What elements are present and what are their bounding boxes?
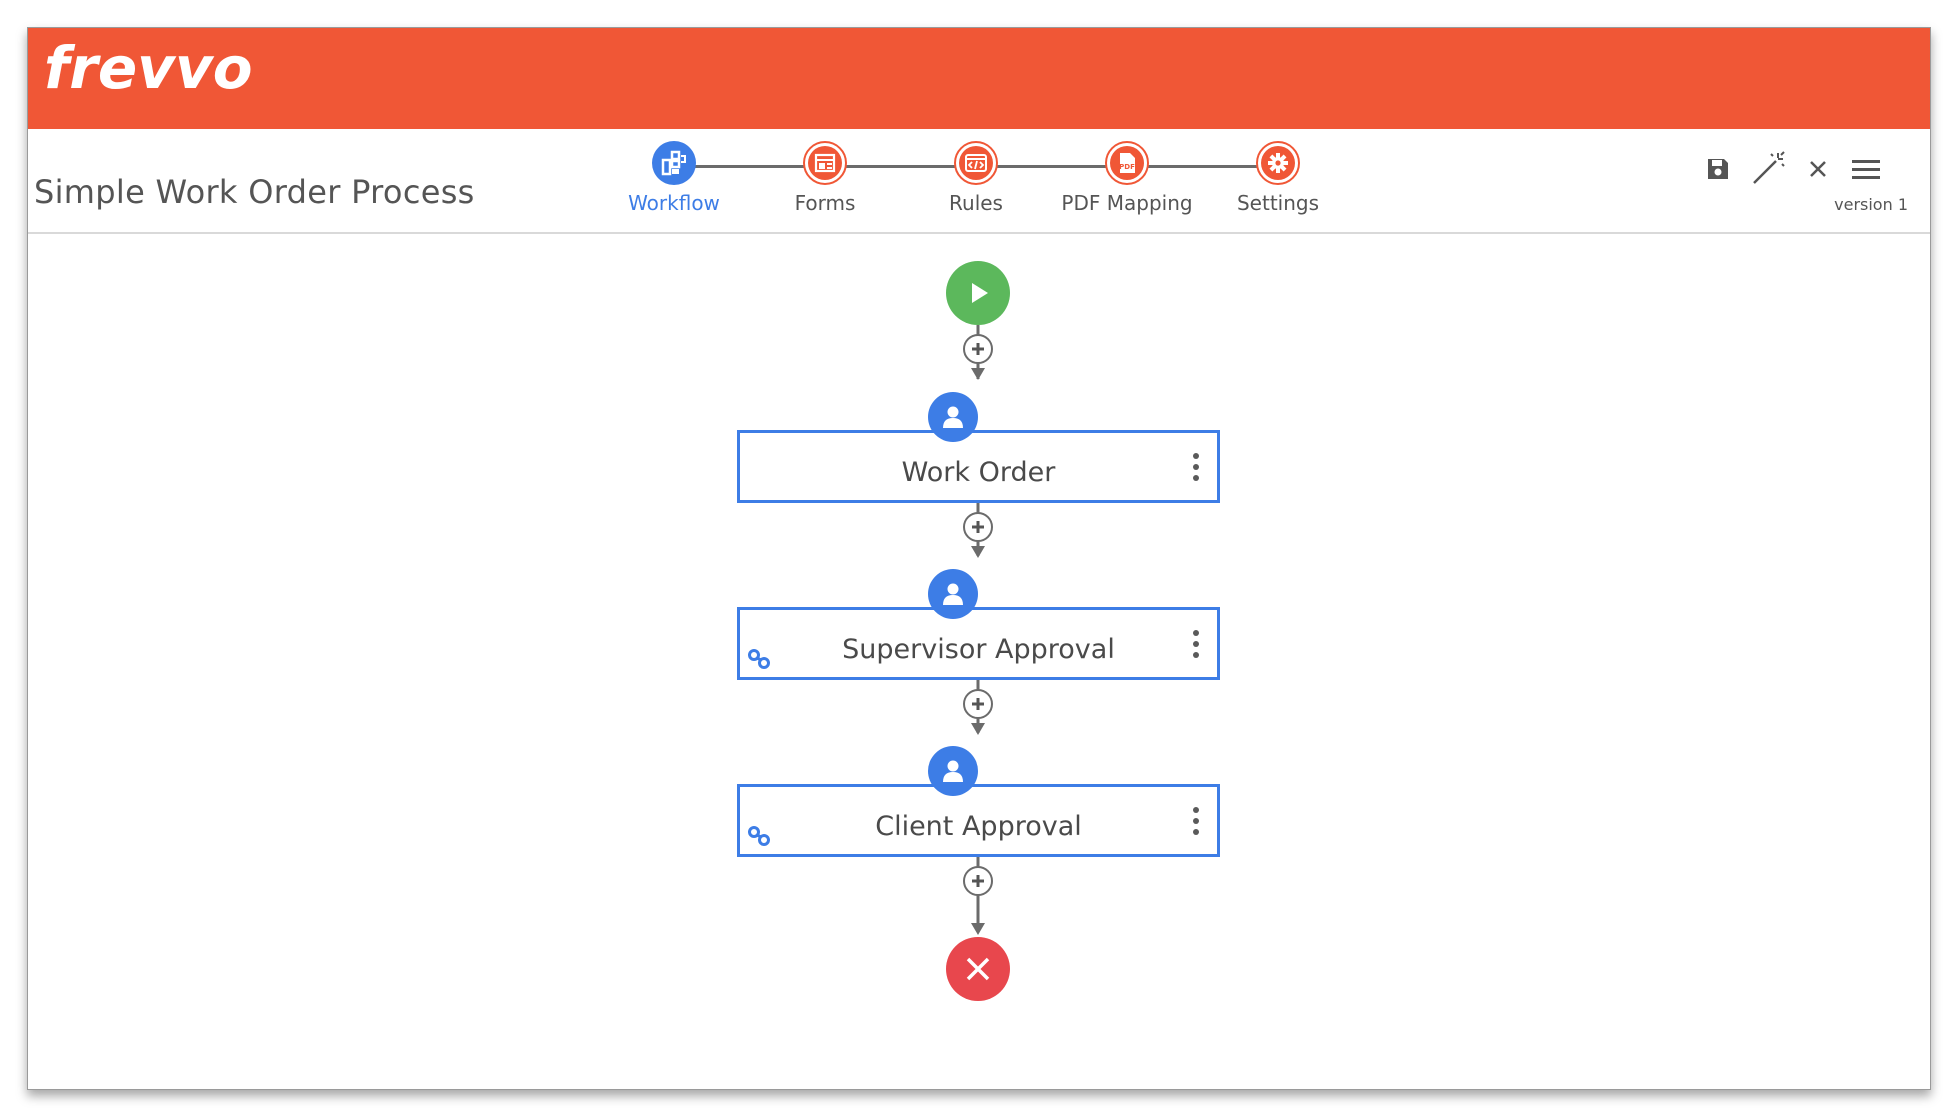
tab-settings[interactable]: Settings (1198, 141, 1358, 215)
toolbar-actions: version 1 (1700, 151, 1910, 221)
tab-pdf-mapping[interactable]: PDF PDF Mapping (1047, 141, 1207, 215)
play-icon (972, 283, 988, 303)
link-icon[interactable] (746, 823, 772, 849)
start-node[interactable] (946, 261, 1010, 325)
forms-icon (803, 141, 847, 185)
app-window: frevvo Simple Work Order Process Workflo… (27, 27, 1931, 1090)
workflow-canvas: Work Order Supervisor Approval (28, 234, 1930, 1089)
tab-settings-label: Settings (1236, 191, 1320, 215)
user-icon (928, 746, 978, 796)
brand-bar: frevvo (28, 28, 1930, 129)
step-menu-icon[interactable] (1191, 453, 1201, 485)
frevvo-logo: frevvo (44, 34, 253, 102)
close-icon (966, 957, 990, 981)
add-step-button[interactable] (963, 866, 993, 896)
tab-workflow-label: Workflow (628, 191, 720, 215)
link-icon[interactable] (746, 646, 772, 672)
add-step-button[interactable] (963, 334, 993, 364)
step-menu-icon[interactable] (1191, 807, 1201, 839)
workflow-step-client-approval[interactable]: Client Approval (737, 784, 1220, 857)
gear-icon (1256, 141, 1300, 185)
svg-text:frevvo: frevvo (44, 34, 253, 102)
tab-rules[interactable]: Rules (896, 141, 1056, 215)
plus-icon (972, 875, 984, 887)
workflow-step-work-order[interactable]: Work Order (737, 430, 1220, 503)
svg-text:PDF: PDF (1119, 163, 1135, 171)
step-label: Supervisor Approval (842, 634, 1115, 665)
rules-icon (954, 141, 998, 185)
workflow-step-supervisor-approval[interactable]: Supervisor Approval (737, 607, 1220, 680)
plus-icon (972, 343, 984, 355)
tab-pdf-mapping-label: PDF Mapping (1061, 191, 1193, 215)
tab-forms-label: Forms (794, 191, 856, 215)
version-label: version 1 (1834, 195, 1908, 214)
plus-icon (972, 521, 984, 533)
workflow-icon (652, 141, 696, 185)
magic-wand-icon[interactable] (1750, 151, 1786, 187)
close-icon[interactable] (1800, 151, 1836, 187)
hamburger-menu-icon[interactable] (1848, 151, 1884, 187)
step-menu-icon[interactable] (1191, 630, 1201, 662)
add-step-button[interactable] (963, 512, 993, 542)
save-icon[interactable] (1700, 151, 1736, 187)
user-icon (928, 569, 978, 619)
page-title: Simple Work Order Process (34, 173, 475, 211)
add-step-button[interactable] (963, 689, 993, 719)
plus-icon (972, 698, 984, 710)
user-icon (928, 392, 978, 442)
end-node[interactable] (946, 937, 1010, 1001)
step-label: Client Approval (875, 811, 1082, 842)
tab-rules-label: Rules (949, 191, 1003, 215)
header-toolbar: Simple Work Order Process Workflow (28, 129, 1930, 234)
tab-forms[interactable]: Forms (745, 141, 905, 215)
step-label: Work Order (901, 457, 1056, 488)
tab-workflow[interactable]: Workflow (594, 141, 754, 215)
pdf-icon: PDF (1105, 141, 1149, 185)
